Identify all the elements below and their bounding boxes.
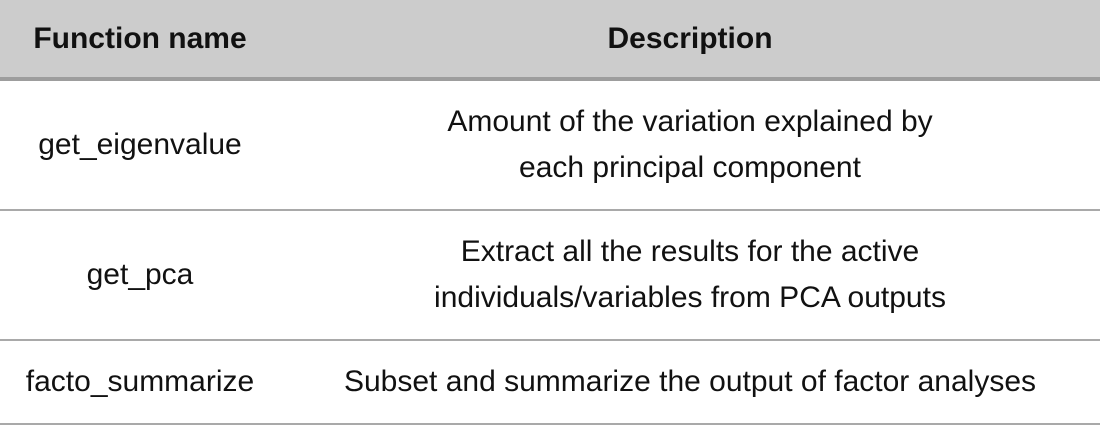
table-row: get_pca Extract all the results for the … (0, 211, 1100, 341)
table-header-row: Function name Description (0, 0, 1100, 81)
function-name-cell: get_eigenvalue (38, 128, 242, 161)
description-line: Amount of the variation explained by (447, 105, 933, 138)
description-line: individuals/variables from PCA outputs (434, 281, 946, 314)
description-cell: Extract all the results for the active i… (280, 211, 1100, 339)
table-row: facto_summarize Subset and summarize the… (0, 341, 1100, 425)
description-line: Subset and summarize the output of facto… (343, 365, 1037, 398)
description-cell: Subset and summarize the output of facto… (280, 341, 1100, 423)
description-cell: Amount of the variation explained by eac… (280, 81, 1100, 209)
function-table: Function name Description get_eigenvalue… (0, 0, 1100, 425)
table-row: get_eigenvalue Amount of the variation e… (0, 81, 1100, 211)
description-line: Extract all the results for the active (460, 235, 920, 268)
function-name-cell: get_pca (86, 258, 194, 291)
description-line: each principal component (519, 151, 861, 184)
header-function-name: Function name (33, 21, 247, 55)
function-name-cell: facto_summarize (25, 365, 255, 398)
header-description: Description (607, 21, 773, 55)
